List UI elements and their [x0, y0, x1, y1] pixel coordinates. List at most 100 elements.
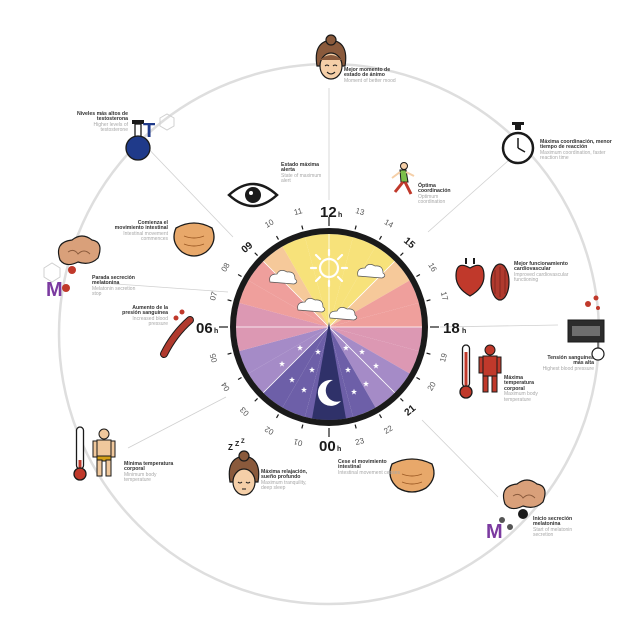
label-mood: Mejor momento de estado de ánimo Moment …: [344, 67, 406, 84]
cloud-icon: [357, 264, 386, 279]
label-en: Melatonin secretion stop: [92, 285, 136, 298]
hour-label: 19: [438, 352, 449, 363]
hour-tick: [237, 273, 242, 278]
molecule-ring: [159, 113, 175, 131]
hour-tick: [354, 424, 357, 429]
hour-tick: [275, 235, 280, 240]
hour-label: 14: [383, 217, 396, 230]
hour-label: 23: [354, 436, 365, 447]
hour-sector: [329, 327, 410, 393]
star-icon: [279, 360, 285, 367]
hour-sector: [329, 237, 376, 327]
flask-icon: [125, 120, 151, 161]
svg-text:Z: Z: [235, 441, 240, 448]
hour-sector: [329, 327, 419, 374]
hour-18: 18: [443, 320, 460, 337]
hour-tick: [416, 273, 421, 278]
star-icon: [343, 344, 349, 351]
hour-tick: [254, 397, 259, 402]
hour-tick: [354, 225, 357, 230]
hour-tick: [426, 299, 431, 302]
label-es: Niveles más altos de testosterona: [76, 111, 128, 123]
hour-label: 08: [219, 261, 232, 274]
label-es: Óptima coordinación: [418, 183, 451, 195]
label-en: Highest blood pressure: [542, 365, 594, 372]
svg-text:Z: Z: [241, 439, 245, 445]
hour-tick: [399, 252, 404, 257]
label-alert: Estado máxima alerta State of maximum al…: [281, 162, 323, 185]
sector-divider: [328, 326, 396, 394]
hour-suffix: h: [338, 212, 342, 219]
star-icon: [315, 348, 321, 355]
hour-label: 16: [426, 261, 439, 274]
melatonin-letter-icon: M: [46, 279, 63, 301]
label-en: Higher levels of testosterone: [93, 121, 128, 134]
label-en: Increased blood pressure: [132, 315, 168, 328]
label-es: Mínima temperatura corporal: [124, 461, 174, 473]
brain-icon: [57, 235, 101, 274]
label-es: Mejor momento de estado de ánimo: [344, 67, 391, 79]
hour-sector: [282, 327, 329, 417]
label-optimal: Óptima coordinación Optimum coordination: [418, 183, 466, 206]
brain-icon: [502, 479, 546, 519]
hour-tick: [301, 424, 304, 429]
label-en: Start of melatonin secretion: [533, 526, 573, 539]
svg-text:Z: Z: [228, 443, 233, 452]
eye-icon: [227, 182, 279, 208]
moon-icon: [317, 379, 341, 406]
label-en: Minimum body temperature: [124, 471, 157, 484]
label-es: Máxima coordinación, menor tiempo de rea…: [540, 139, 612, 151]
star-icon: [363, 380, 369, 387]
label-en: State of maximum alert: [281, 172, 322, 185]
star-icon: [301, 386, 307, 393]
label-en: Moment of better mood: [344, 77, 396, 84]
man-figure-icon: [478, 344, 502, 393]
heart-icon: [455, 258, 485, 297]
connector-lines: [101, 88, 559, 498]
hour-sector: [236, 302, 329, 327]
hour-sector: [263, 327, 329, 408]
star-icon: [351, 388, 357, 395]
stopwatch-icon: [501, 122, 535, 165]
star-icon: [345, 366, 351, 373]
molecule-ring: [43, 262, 61, 283]
hour-suffix: h: [214, 328, 218, 335]
hour-suffix: h: [337, 446, 341, 453]
melatonin-letter-icon: M: [486, 521, 503, 543]
sector-divider: [262, 326, 330, 394]
hour-label: 04: [219, 380, 232, 393]
clock-ring: [230, 228, 428, 426]
hour-tick: [426, 352, 431, 355]
hour-label: 03: [238, 405, 251, 418]
sector-divider: [262, 260, 330, 328]
hour-sector: [329, 327, 422, 352]
label-temp-high: Máxima temperatura corporal Maximum body…: [504, 375, 548, 403]
label-deep-sleep: Máxima relajación, sueño profundo Maximu…: [261, 469, 315, 491]
star-icon: [359, 348, 365, 355]
hour-tick: [237, 376, 242, 381]
sleeping-woman-icon: [228, 450, 260, 496]
label-es: Mejor funcionamiento cardiovascular: [514, 261, 568, 273]
hour-tick: [254, 252, 259, 257]
hour-sector: [239, 280, 329, 327]
hour-tick: [227, 299, 232, 302]
label-es: Máxima relajación, sueño profundo: [261, 469, 308, 481]
label-melatonin-start: Inicio secreción melatonina Start of mel…: [533, 516, 591, 539]
label-es: Comienza el movimiento intestinal: [114, 220, 168, 232]
label-es: Estado máxima alerta: [281, 162, 320, 174]
hour-sector: [248, 327, 329, 393]
label-pressure-high: Tensión sanguínea más alta Highest blood…: [540, 355, 594, 372]
label-en: Maximum body temperature: [504, 391, 538, 403]
blood-pressure-monitor-icon: [567, 295, 605, 361]
hour-label: 05: [208, 352, 219, 363]
sun-icon: [309, 248, 349, 288]
cloud-icon: [269, 270, 298, 285]
label-en: Optimum coordination: [418, 193, 446, 206]
label-melatonin-stop: Parada secreción melatonina Melatonin se…: [92, 275, 136, 298]
hour-tick: [399, 397, 404, 402]
label-bowel-start: Comienza el movimiento intestinal Intest…: [110, 220, 168, 242]
label-es: Cese el movimiento intestinal: [338, 459, 387, 471]
star-icon: [309, 366, 315, 373]
man-figure-icon: [92, 428, 116, 477]
cloud-icon: [297, 298, 326, 313]
